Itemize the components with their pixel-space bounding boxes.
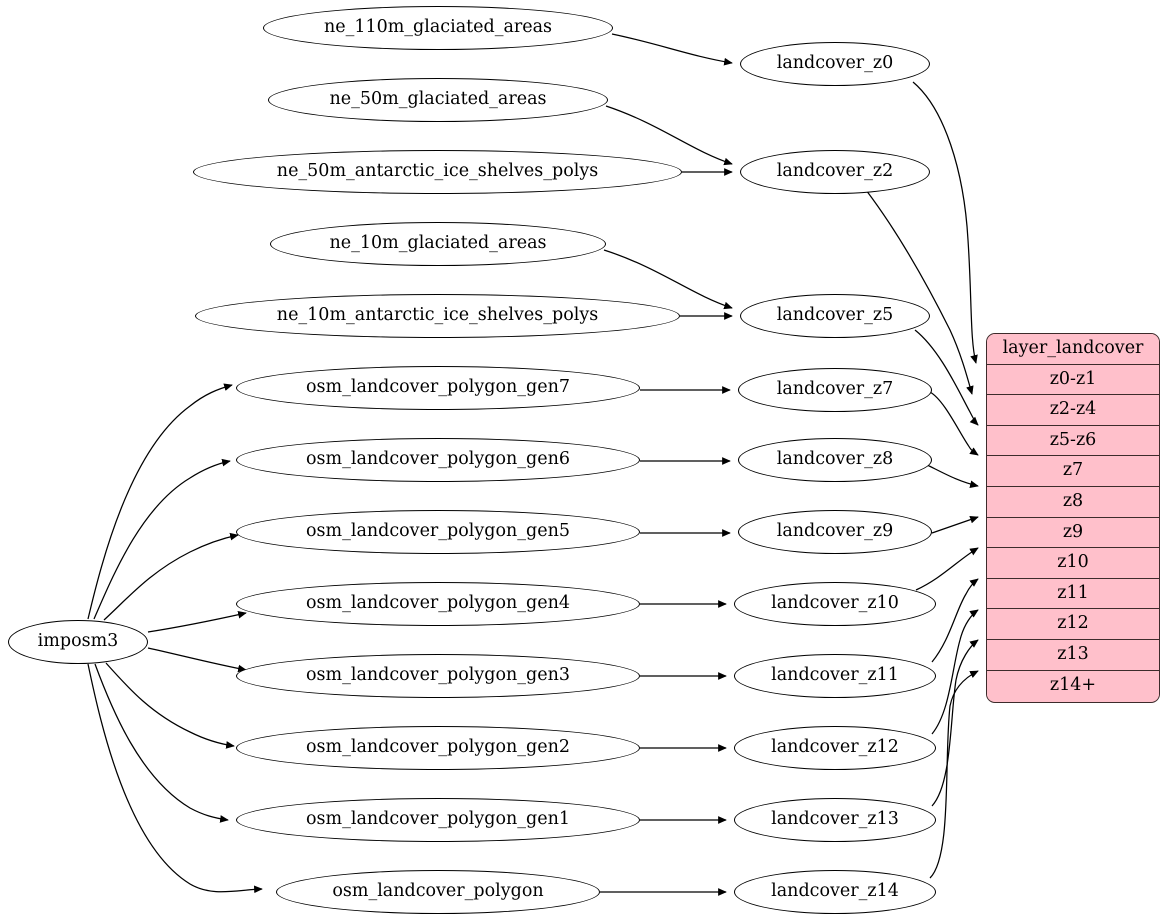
- node-ne-10m-glaciated-areas[interactable]: ne_10m_glaciated_areas: [270, 222, 606, 266]
- node-osm-landcover-polygon-gen7[interactable]: osm_landcover_polygon_gen7: [236, 366, 640, 410]
- node-osm-landcover-polygon-gen2[interactable]: osm_landcover_polygon_gen2: [236, 726, 640, 770]
- node-osm-landcover-polygon-gen4[interactable]: osm_landcover_polygon_gen4: [236, 582, 640, 626]
- node-label: osm_landcover_polygon_gen6: [305, 449, 570, 470]
- edge-ne50mglac-to-z2: [605, 105, 733, 166]
- node-landcover-z7[interactable]: landcover_z7: [738, 368, 932, 412]
- node-ne-110m-glaciated-areas[interactable]: ne_110m_glaciated_areas: [263, 6, 613, 50]
- node-landcover-z2[interactable]: landcover_z2: [740, 150, 930, 194]
- edge-z2-to-row-z2z4: [865, 189, 974, 395]
- node-label: landcover_z7: [776, 379, 894, 400]
- node-ne-10m-antarctic-ice-shelves-polys[interactable]: ne_10m_antarctic_ice_shelves_polys: [195, 294, 680, 338]
- node-label: landcover_z11: [771, 665, 899, 686]
- node-label: landcover_z0: [776, 53, 894, 74]
- node-label: landcover_z12: [771, 737, 899, 758]
- table-row-z2-z4[interactable]: z2-z4: [987, 395, 1159, 426]
- table-row-z9[interactable]: z9: [987, 517, 1159, 549]
- table-row-z14-plus[interactable]: z14+: [987, 670, 1159, 702]
- table-row-z0-z1[interactable]: z0-z1: [987, 364, 1159, 396]
- node-landcover-z11[interactable]: landcover_z11: [734, 654, 936, 698]
- edge-z14-to-row-z14plus: [929, 670, 979, 879]
- edge-z9-to-row-z9: [931, 515, 979, 534]
- edge-imposm3-to-gen1: [94, 663, 229, 823]
- node-label: landcover_z5: [776, 305, 894, 326]
- table-row-z13[interactable]: z13: [987, 639, 1159, 671]
- edge-z13-to-row-z13: [931, 639, 979, 807]
- node-label: osm_landcover_polygon_gen5: [305, 521, 570, 542]
- node-label: osm_landcover_polygon_gen2: [305, 737, 570, 758]
- edge-z11-to-row-z11: [931, 578, 979, 663]
- edge-z5-to-row-z5z6: [914, 329, 979, 426]
- node-label: landcover_z8: [776, 449, 894, 470]
- node-landcover-z8[interactable]: landcover_z8: [738, 438, 932, 482]
- node-label: landcover_z10: [771, 593, 899, 614]
- node-label: ne_50m_antarctic_ice_shelves_polys: [276, 161, 599, 182]
- node-osm-landcover-polygon-gen5[interactable]: osm_landcover_polygon_gen5: [236, 510, 640, 554]
- table-header-label: layer_landcover: [1002, 338, 1144, 359]
- node-label: osm_landcover_polygon_gen4: [305, 593, 570, 614]
- edge-imposm3-to-gen3: [147, 647, 247, 673]
- node-label: osm_landcover_polygon: [332, 881, 544, 902]
- table-row-z8[interactable]: z8: [987, 486, 1159, 518]
- table-row-label: z12: [1057, 613, 1089, 634]
- table-row-z7[interactable]: z7: [987, 456, 1159, 487]
- node-label: landcover_z14: [771, 881, 899, 902]
- edge-imposm3-to-gen7: [87, 383, 233, 620]
- node-landcover-z10[interactable]: landcover_z10: [734, 582, 936, 626]
- edge-imposm3-to-polygon: [87, 663, 263, 894]
- edge-imposm3-to-gen2: [105, 662, 235, 749]
- node-landcover-z9[interactable]: landcover_z9: [738, 510, 932, 554]
- node-landcover-z12[interactable]: landcover_z12: [734, 726, 936, 770]
- table-row-label: z8: [1062, 491, 1084, 512]
- table-row-label: z2-z4: [1049, 399, 1097, 420]
- node-imposm3[interactable]: imposm3: [8, 620, 148, 664]
- node-label: osm_landcover_polygon_gen3: [305, 665, 570, 686]
- table-row-label: z7: [1062, 460, 1084, 481]
- node-label: ne_10m_antarctic_ice_shelves_polys: [276, 305, 599, 326]
- edge-z0-to-row-z0z1: [912, 81, 978, 364]
- edge-imposm3-to-gen6: [93, 458, 231, 620]
- edge-imposm3-to-gen4: [147, 610, 247, 633]
- table-row-label: z11: [1057, 582, 1089, 603]
- table-row-z5-z6[interactable]: z5-z6: [987, 425, 1159, 457]
- table-row-label: z13: [1057, 643, 1089, 664]
- node-label: ne_110m_glaciated_areas: [323, 17, 553, 38]
- table-row-z12[interactable]: z12: [987, 609, 1159, 640]
- node-ne-50m-antarctic-ice-shelves-polys[interactable]: ne_50m_antarctic_ice_shelves_polys: [193, 150, 682, 194]
- node-label: ne_10m_glaciated_areas: [329, 233, 547, 254]
- table-row-z11[interactable]: z11: [987, 578, 1159, 610]
- table-header-row: layer_landcover: [987, 334, 1159, 365]
- node-label: landcover_z13: [771, 809, 899, 830]
- node-osm-landcover-polygon-gen6[interactable]: osm_landcover_polygon_gen6: [236, 438, 640, 482]
- table-row-z10[interactable]: z10: [987, 548, 1159, 579]
- table-row-label: z9: [1062, 521, 1084, 542]
- node-label: landcover_z9: [776, 521, 894, 542]
- node-label: osm_landcover_polygon_gen7: [305, 377, 570, 398]
- node-landcover-z5[interactable]: landcover_z5: [740, 294, 930, 338]
- edge-z12-to-row-z12: [931, 609, 979, 735]
- node-landcover-z0[interactable]: landcover_z0: [740, 42, 930, 86]
- node-label: osm_landcover_polygon_gen1: [305, 809, 570, 830]
- node-label: landcover_z2: [776, 161, 894, 182]
- edge-ne10mglac-to-z5: [603, 249, 733, 310]
- edge-ne110m-to-z0: [611, 33, 733, 66]
- node-osm-landcover-polygon[interactable]: osm_landcover_polygon: [276, 870, 600, 914]
- table-row-label: z0-z1: [1049, 368, 1097, 389]
- table-row-label: z5-z6: [1049, 429, 1097, 450]
- node-osm-landcover-polygon-gen3[interactable]: osm_landcover_polygon_gen3: [236, 654, 640, 698]
- node-landcover-z14[interactable]: landcover_z14: [734, 870, 936, 914]
- edge-z7-to-row-z7: [929, 391, 979, 456]
- node-ne-50m-glaciated-areas[interactable]: ne_50m_glaciated_areas: [268, 78, 608, 122]
- edge-z10-to-row-z10: [915, 547, 979, 591]
- table-row-label: z10: [1057, 552, 1089, 573]
- node-osm-landcover-polygon-gen1[interactable]: osm_landcover_polygon_gen1: [236, 798, 640, 842]
- layer-landcover-table[interactable]: layer_landcover z0-z1 z2-z4 z5-z6 z7 z8 …: [986, 333, 1160, 703]
- node-label: ne_50m_glaciated_areas: [329, 89, 547, 110]
- table-row-label: z14+: [1049, 675, 1097, 696]
- node-label: imposm3: [37, 631, 119, 652]
- node-landcover-z13[interactable]: landcover_z13: [734, 798, 936, 842]
- edge-imposm3-to-gen5: [103, 532, 239, 621]
